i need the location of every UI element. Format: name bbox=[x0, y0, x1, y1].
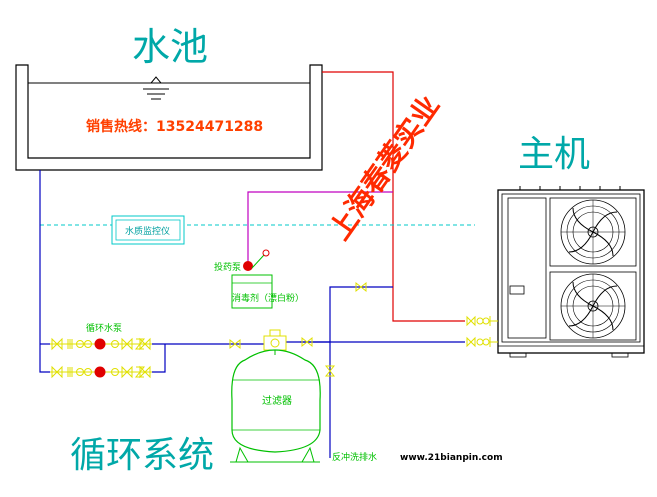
system-title: 循环系统 bbox=[70, 435, 214, 476]
pump-row-1 bbox=[50, 337, 152, 351]
valve-icon bbox=[355, 281, 367, 293]
pipe-suction bbox=[39, 170, 50, 373]
pipe-dosing bbox=[247, 191, 393, 262]
valve-icon bbox=[301, 336, 313, 348]
disinfectant-label: 消毒剂（漂白粉） bbox=[232, 292, 304, 304]
host-outlet-valves bbox=[466, 336, 498, 348]
pool bbox=[15, 64, 323, 171]
valve-icon bbox=[229, 338, 241, 350]
company-watermark: 上海春菱实业 bbox=[323, 89, 446, 246]
fan-icon bbox=[549, 271, 637, 341]
pipe-pump-outlet bbox=[152, 344, 166, 373]
water-level-icon bbox=[143, 76, 169, 100]
host-inlet-valves bbox=[466, 315, 498, 327]
pump-row-2 bbox=[50, 365, 152, 379]
disinfectant-tank bbox=[231, 274, 273, 309]
valve-icon bbox=[324, 365, 336, 377]
fan-icon bbox=[549, 197, 637, 267]
water-quality-monitor-label: 水质监控仪 bbox=[125, 225, 170, 237]
pipe-bypass bbox=[329, 286, 393, 342]
pipe-backwash bbox=[300, 341, 331, 458]
website-label: www.21bianpin.com bbox=[400, 453, 503, 463]
water-quality-monitor bbox=[111, 215, 185, 245]
sand-filter bbox=[230, 329, 321, 463]
circulation-pump-label: 循环水泵 bbox=[86, 322, 122, 334]
backwash-drain-label: 反冲洗排水 bbox=[332, 451, 377, 463]
dosing-pump-label: 投药泵 bbox=[214, 261, 241, 273]
host-title: 主机 bbox=[518, 134, 590, 175]
heat-pump-unit bbox=[497, 186, 645, 358]
pool-title: 水池 bbox=[132, 25, 208, 69]
filter-label: 过滤器 bbox=[262, 394, 292, 407]
pipe-hot-return bbox=[322, 71, 465, 322]
dosing-pump bbox=[243, 249, 270, 271]
sales-hotline: 销售热线：13524471288 bbox=[86, 118, 263, 135]
